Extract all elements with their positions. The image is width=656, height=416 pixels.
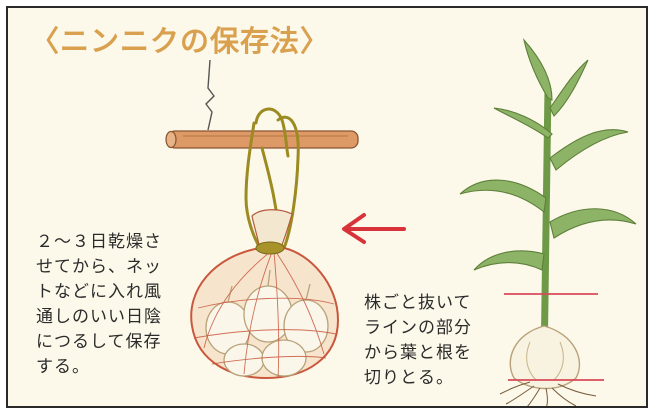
illustration-art <box>165 38 637 406</box>
bag-neck <box>251 209 293 251</box>
net-mesh <box>193 251 337 379</box>
hanging-net-bag-icon <box>190 241 340 380</box>
note-line: から葉と根を <box>364 343 472 363</box>
note-line: トなどに入れ風 <box>36 282 162 302</box>
note-line: につるして保存 <box>36 332 162 352</box>
note-line: する。 <box>36 357 90 377</box>
illustration-frame: 〈ニンニクの保存法〉 <box>6 6 648 408</box>
roots <box>499 381 597 406</box>
note-line: せてから、ネッ <box>36 257 162 277</box>
garlic-plant-icon <box>459 38 637 406</box>
hanging-wire <box>205 59 215 131</box>
wooden-pole-icon <box>165 130 359 149</box>
note-line: ２～３日乾燥さ <box>36 232 162 252</box>
drying-instructions: ２～３日乾燥さ せてから、ネッ トなどに入れ風 通しのいい日陰 につるして保存 … <box>36 230 162 380</box>
note-line: 切りとる。 <box>364 368 454 388</box>
red-arrow-icon <box>342 213 406 244</box>
cutting-instructions: 株ごと抜いて ラインの部分 から葉と根を 切りとる。 <box>364 291 472 391</box>
note-line: ラインの部分 <box>364 318 472 338</box>
note-line: 株ごと抜いて <box>364 293 472 313</box>
page-title: 〈ニンニクの保存法〉 <box>30 24 331 58</box>
note-line: 通しのいい日陰 <box>36 307 162 327</box>
